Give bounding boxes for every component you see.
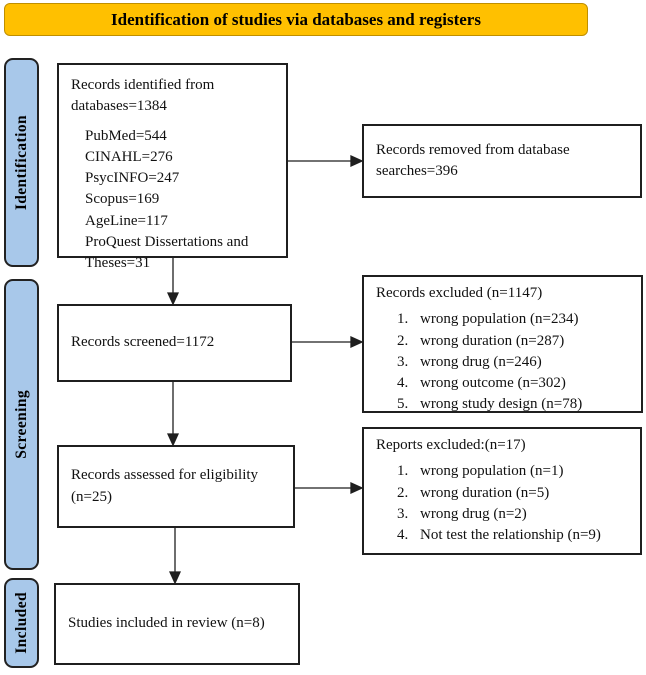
banner-title: Identification of studies via databases …	[111, 9, 481, 29]
records-screened-box: Records screened=1172	[57, 304, 292, 382]
list-item: AgeLine=117	[85, 212, 168, 229]
reports-excluded-box: Reports excluded:(n=17) wrong population…	[362, 427, 642, 555]
records-identified-box: Records identified from databases=1384 P…	[57, 63, 288, 271]
sidebar-item-included: Included	[4, 578, 39, 668]
reports-excluded-reason-list: wrong population (n=1)wrong duration (n=…	[376, 461, 634, 546]
records-excluded-reason-list: wrong population (n=234)wrong duration (…	[376, 309, 635, 415]
records-identified-text: Records identified from databases=1384	[71, 77, 215, 115]
list-item: wrong drug (n=246)	[412, 352, 635, 373]
arrowhead-identified-to-removed	[350, 154, 364, 168]
sidebar-label-identification: Identification	[12, 114, 30, 211]
records-removed-text: Records removed from database searches=3…	[376, 141, 570, 179]
records-excluded-box: Records excluded (n=1147) wrong populati…	[362, 275, 643, 413]
records-removed-box: Records removed from database searches=3…	[362, 124, 642, 198]
banner: Identification of studies via databases …	[4, 3, 588, 36]
list-item: wrong outcome (n=302)	[412, 373, 635, 394]
list-item: CINAHL=276	[85, 148, 173, 165]
sidebar-label-included: Included	[12, 592, 30, 654]
studies-included-text: Studies included in review (n=8)	[68, 615, 265, 632]
list-item: Not test the relationship (n=9)	[412, 525, 634, 546]
list-item: wrong duration (n=287)	[412, 331, 635, 352]
list-item: ProQuest Dissertations and Theses=31	[85, 234, 249, 272]
list-item: wrong duration (n=5)	[412, 483, 634, 504]
list-item: wrong study design (n=78)	[412, 394, 635, 415]
arrowhead-assessed-to-reports	[350, 481, 364, 495]
list-item: PsycINFO=247	[85, 170, 180, 187]
arrowhead-identified-to-screened	[166, 292, 180, 306]
list-item: PubMed=544	[85, 127, 167, 144]
list-item: wrong drug (n=2)	[412, 504, 634, 525]
arrowhead-assessed-to-included	[168, 571, 182, 585]
sidebar-label-screening: Screening	[12, 390, 30, 459]
records-assessed-box: Records assessed for eligibility (n=25)	[57, 445, 295, 528]
records-excluded-title: Records excluded (n=1147)	[376, 285, 543, 301]
reports-excluded-title: Reports excluded:(n=17)	[376, 437, 526, 453]
sidebar-item-screening: Screening	[4, 279, 39, 570]
studies-included-box: Studies included in review (n=8)	[54, 583, 300, 665]
arrowhead-screened-to-excluded	[350, 335, 364, 349]
arrowhead-screened-to-assessed	[166, 433, 180, 447]
records-assessed-text: Records assessed for eligibility (n=25)	[71, 467, 259, 505]
list-item: Scopus=169	[85, 191, 160, 208]
records-screened-text: Records screened=1172	[71, 334, 215, 351]
sidebar-item-identification: Identification	[4, 58, 39, 267]
list-item: wrong population (n=1)	[412, 461, 634, 482]
list-item: wrong population (n=234)	[412, 309, 635, 330]
